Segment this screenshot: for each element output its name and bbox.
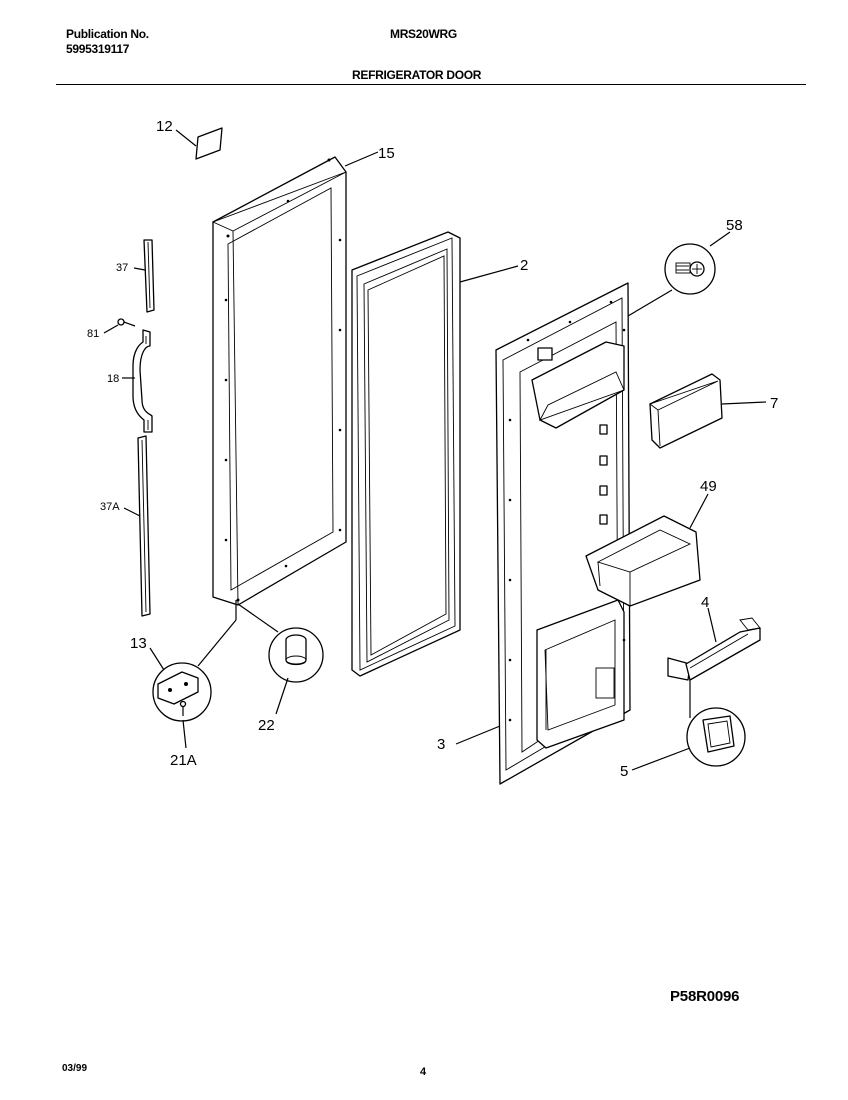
part-15-door-frame <box>211 156 347 606</box>
part-2-door-gasket <box>351 231 461 677</box>
leader-lines <box>103 129 767 771</box>
callout-58: 58 <box>726 217 743 234</box>
callout-13: 13 <box>130 635 147 652</box>
part-3-inner-door-liner <box>495 282 631 785</box>
part-22-bushing <box>268 627 324 683</box>
callout-81: 81 <box>87 328 99 340</box>
publication-label: Publication No. <box>66 27 149 41</box>
part-49-door-bin <box>585 515 701 607</box>
part-37A-trim-strip <box>137 435 151 617</box>
diagram-reference: P58R0096 <box>670 988 740 1005</box>
header-rule <box>56 84 806 85</box>
callout-37: 37 <box>116 262 128 274</box>
part-4-retainer-bar <box>667 617 761 681</box>
section-title: REFRIGERATOR DOOR <box>352 68 482 82</box>
part-13-hinge <box>152 662 212 722</box>
callout-7: 7 <box>770 395 778 412</box>
callout-3: 3 <box>437 736 445 753</box>
publication-number: 5995319117 <box>66 42 130 56</box>
part-37-trim-strip <box>143 239 155 313</box>
callout-2: 2 <box>520 257 528 274</box>
callout-18: 18 <box>107 373 119 385</box>
callout-4: 4 <box>701 594 709 611</box>
part-18-door-handle <box>132 329 153 433</box>
part-7-bin-cover <box>649 373 723 449</box>
callout-5: 5 <box>620 763 628 780</box>
page-number: 4 <box>420 1066 427 1078</box>
callout-22: 22 <box>258 717 275 734</box>
callout-12: 12 <box>156 118 173 135</box>
callout-15: 15 <box>378 145 395 162</box>
callout-21A: 21A <box>170 752 197 769</box>
callout-49: 49 <box>700 478 717 495</box>
model-number: MRS20WRG <box>390 27 457 41</box>
part-81-screw <box>117 318 136 327</box>
part-5-end-cap <box>686 707 746 767</box>
part-58-screw <box>664 243 716 295</box>
revision-date: 03/99 <box>62 1063 88 1074</box>
part-12-label-plate <box>195 127 223 160</box>
callout-37A: 37A <box>100 501 120 513</box>
